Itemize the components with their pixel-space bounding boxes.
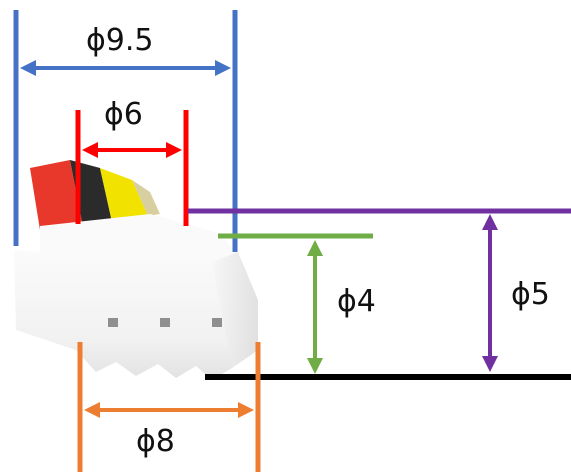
dimension-pin-width (75, 110, 189, 226)
dimension-inner-height (218, 233, 373, 374)
label-pin-width: ϕ6 (104, 97, 143, 132)
connector-top-face (40, 214, 238, 266)
wire-red (30, 160, 82, 230)
label-inner-height: ϕ4 (337, 284, 376, 319)
dimension-bottom-width (77, 342, 261, 472)
label-bottom-width: ϕ8 (136, 424, 175, 459)
pin-hole-2 (160, 318, 170, 327)
connector-body (14, 214, 258, 380)
wire-yellow (100, 168, 148, 222)
dimension-outer-height (188, 208, 571, 372)
connector-front-face (14, 250, 258, 380)
pin-hole-3 (212, 318, 222, 327)
label-top-width: ϕ9.5 (86, 23, 154, 58)
pin-hole-1 (108, 318, 118, 327)
connector-side-face (212, 252, 258, 368)
wire-shadow (132, 180, 160, 216)
label-outer-height: ϕ5 (511, 277, 550, 312)
